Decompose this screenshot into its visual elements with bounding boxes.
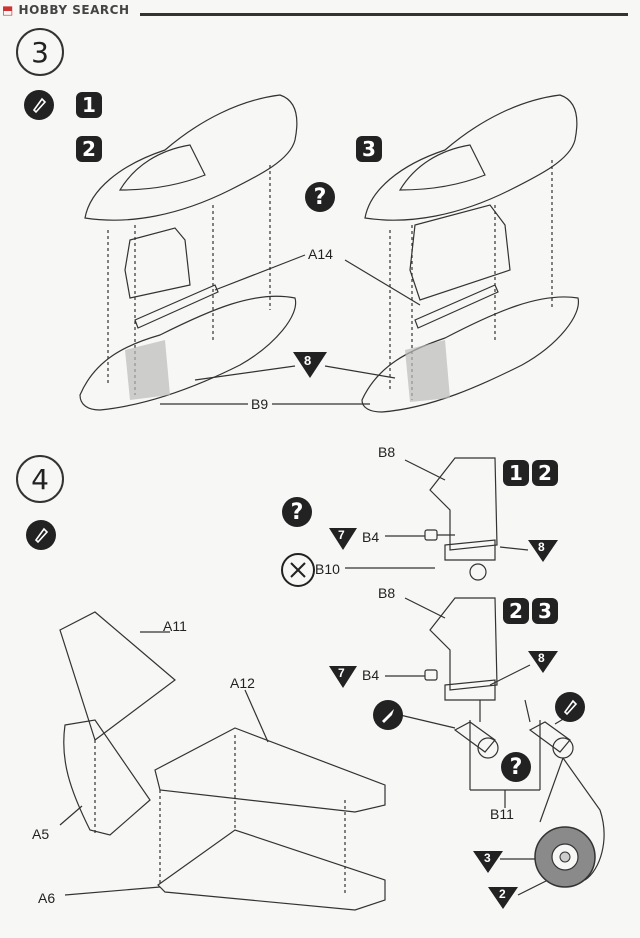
part-label-a11: A11 [163, 618, 187, 634]
hobby-knife-icon [373, 700, 403, 730]
fuselage-upper-right [364, 94, 578, 221]
fuselage-lower-left [79, 295, 297, 411]
watermark: ⬒ HOBBY SEARCH [2, 3, 130, 17]
cockpit-tub-left [124, 227, 191, 299]
part-a6-wing [157, 829, 386, 911]
version-badge-2: 2 [532, 460, 558, 486]
part-label-b9: B9 [251, 396, 269, 412]
part-label-a14: A14 [308, 246, 333, 262]
watermark-text: HOBBY SEARCH [18, 3, 130, 17]
part-a14-left [134, 284, 219, 329]
help-mark-icon: ? [305, 182, 335, 212]
part-label-b11: B11 [490, 806, 514, 822]
glue-icon [26, 520, 56, 550]
part-label-a5: A5 [32, 826, 50, 842]
color-ref-7: 7 [338, 666, 345, 680]
fuselage-upper-left [84, 94, 298, 221]
part-label-b10: B10 [315, 561, 340, 577]
fuselage-lower-right [361, 296, 579, 413]
gear-leg-right [528, 721, 571, 753]
wheel-b10 [469, 563, 487, 581]
part-label-b4-lower: B4 [362, 667, 380, 683]
version-badge-3: 3 [532, 598, 558, 624]
version-badge-2: 2 [76, 136, 102, 162]
color-ref-triangle [293, 352, 327, 378]
watermark-logo-icon: ⬒ [2, 3, 14, 17]
color-ref-2: 2 [499, 887, 506, 901]
color-ref-8: 8 [304, 353, 312, 368]
part-a12-wing [154, 727, 386, 813]
step-4-number: 4 [16, 455, 64, 503]
part-label-a6: A6 [38, 890, 56, 906]
header-rule [140, 13, 628, 16]
color-ref-8: 8 [538, 540, 545, 554]
step-3-number: 3 [16, 28, 64, 76]
part-label-a12: A12 [230, 675, 255, 691]
part-label-b8-upper: B8 [378, 444, 396, 460]
part-label-b4-upper: B4 [362, 529, 380, 545]
color-ref-3: 3 [484, 851, 491, 865]
version-badge-3: 3 [356, 136, 382, 162]
color-ref-7: 7 [338, 528, 345, 542]
version-badge-2: 2 [503, 598, 529, 624]
glue-icon [555, 692, 585, 722]
version-badge-1: 1 [76, 92, 102, 118]
help-mark-icon: ? [282, 497, 312, 527]
color-ref-8: 8 [538, 651, 545, 665]
gear-door-b8-upper [429, 457, 498, 551]
do-not-use-icon [281, 553, 315, 587]
part-a14-right [414, 284, 499, 329]
gear-door-b8-lower [429, 597, 498, 691]
page-header: ⬒ HOBBY SEARCH [0, 0, 640, 20]
help-mark-icon: ? [501, 752, 531, 782]
glue-icon [24, 90, 54, 120]
cockpit-tub-right [409, 204, 511, 301]
gear-leg-left [453, 721, 496, 753]
part-label-b8-lower: B8 [378, 585, 396, 601]
part-a11-wing [59, 611, 176, 741]
part-a5-wing [63, 719, 151, 836]
version-badge-1: 1 [503, 460, 529, 486]
